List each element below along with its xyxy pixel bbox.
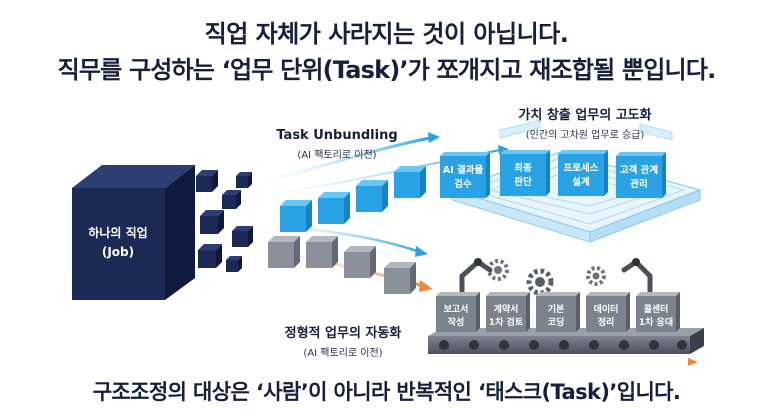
factory-box-label-2: 코딩 [548, 316, 565, 328]
headline-line-2: 직무를 구성하는 ‘업무 단위(Task)’가 쪼개지고 재조합될 뿐입니다. [57, 56, 717, 84]
automation-label: 정형적 업무의 자동화 (AI 팩토리로 이전) [258, 322, 428, 359]
blue-cubes [280, 166, 426, 232]
factory-box-label-1: 보고서 [444, 303, 469, 315]
robot-joint-icon [474, 258, 482, 266]
unbundling-label: Task Unbundling (AI 팩토리로 이전) [262, 128, 412, 161]
factory-machinery [459, 258, 653, 303]
value-tile-label-1: 프로세스 [564, 162, 599, 174]
factory-box: 콜센터 1차 응대 [636, 292, 680, 332]
navy-fragments [196, 170, 253, 272]
value-creation-title: 가치 창출 업무의 고도화 [518, 108, 652, 123]
value-creation-subtitle: (인간의 고차원 업무로 승급) [525, 130, 645, 141]
factory-box-label-2: 정리 [598, 316, 615, 328]
value-tile: 프로세스 설계 [558, 150, 608, 196]
factory-box-label-2: 1차 응대 [639, 316, 673, 328]
gear-icon [586, 266, 606, 286]
value-tile-label-1: 최종 [514, 162, 532, 174]
factory-box-label-1: 계약서 [494, 303, 519, 315]
value-tile: 고객 관계 관리 [616, 152, 666, 198]
unbundling-title: Task Unbundling [276, 128, 398, 143]
value-tile-label-1: 고객 관계 [620, 164, 658, 176]
factory-box-label-1: 데이터 [594, 303, 619, 315]
value-tile-label-2: 관리 [630, 178, 647, 190]
conveyor-belt [428, 328, 704, 366]
value-tile-label-1: AI 결과물 [443, 164, 484, 176]
robot-arm-icon [459, 258, 493, 303]
automation-subtitle: (AI 팩토리로 이전) [303, 348, 383, 359]
robot-arm-icon [621, 258, 653, 303]
unbundling-subtitle: (AI 팩토리로 이전) [297, 150, 377, 161]
factory-box: 계약서 1차 검토 [486, 292, 530, 332]
value-tile: 최종 판단 [500, 150, 550, 196]
automation-title: 정형적 업무의 자동화 [284, 326, 402, 341]
job-cube-label-1: 하나의 직업 [88, 225, 147, 240]
footer-statement: 구조조정의 대상은 ‘사람’이 아니라 반복적인 ‘태스크(Task)’입니다. [92, 380, 681, 404]
factory-box-label-2: 작성 [448, 316, 465, 328]
factory-box: 보고서 작성 [436, 292, 480, 332]
factory-boxes: 보고서 작성 계약서 1차 검토 기본 코딩 데이터 정리 콜센터 1차 응대 [436, 292, 680, 332]
gear-icon [526, 268, 554, 296]
value-tiles: AI 결과물 검수 최종 판단 프로세스 설계 고객 관계 관리 [440, 150, 666, 198]
value-tile: AI 결과물 검수 [440, 152, 490, 198]
value-creation-label: 가치 창출 업무의 고도화 (인간의 고차원 업무로 승급) [500, 104, 670, 141]
factory-box-label-1: 기본 [548, 303, 565, 315]
gray-cubes [268, 236, 416, 294]
value-tile-label-2: 설계 [572, 176, 589, 188]
job-cube: 하나의 직업 (Job) [72, 165, 195, 300]
value-tile-label-2: 판단 [514, 176, 532, 188]
robot-joint-icon [632, 258, 640, 266]
value-tile-label-2: 검수 [454, 178, 472, 190]
factory-box-label-2: 1차 검토 [489, 316, 524, 328]
headline-line-1: 직업 자체가 사라지는 것이 아닙니다. [204, 20, 569, 48]
factory-box: 데이터 정리 [586, 292, 630, 332]
factory-box-label-1: 콜센터 [644, 303, 669, 315]
factory-box: 기본 코딩 [536, 292, 580, 332]
job-cube-label-2: (Job) [102, 245, 134, 259]
